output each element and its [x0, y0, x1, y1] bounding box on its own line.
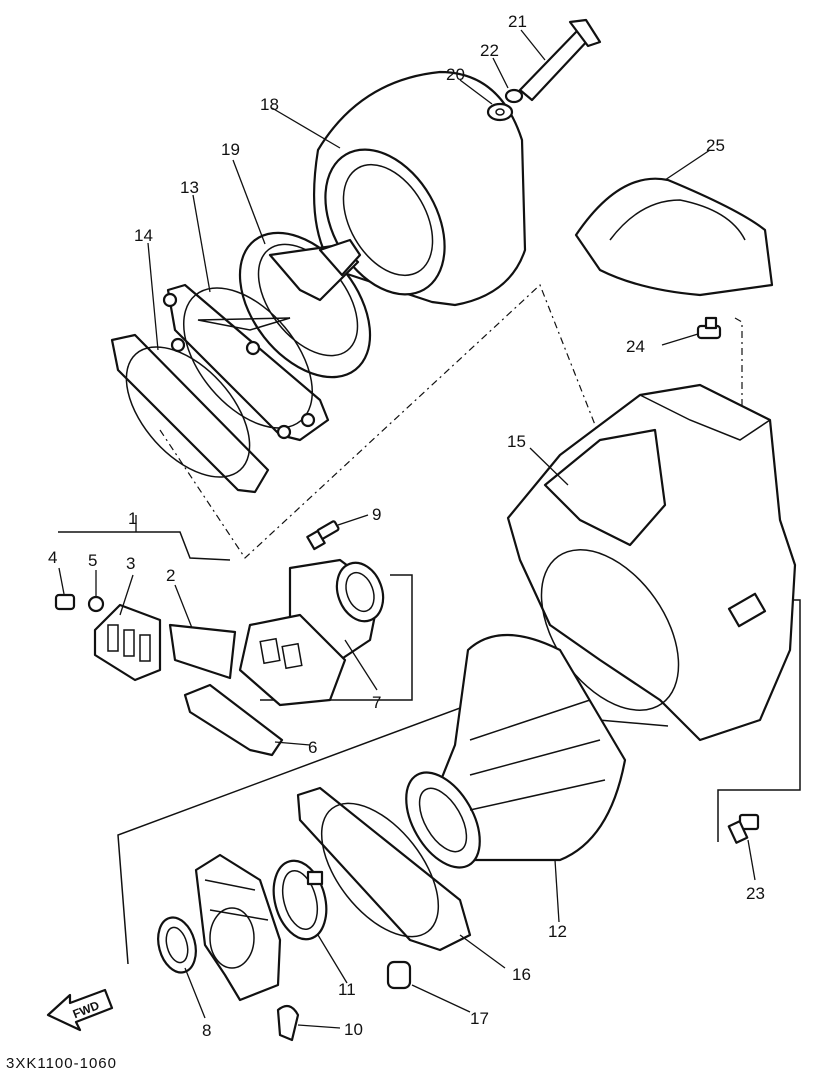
callout-24: 24: [626, 337, 645, 356]
clip-10: [276, 1004, 300, 1042]
callout-14: 14: [134, 226, 153, 245]
plug-17: [386, 960, 412, 990]
airbox-cover: [574, 177, 774, 297]
callout-21: 21: [508, 12, 527, 31]
callout-1: 1: [128, 509, 137, 528]
callout-16: 16: [512, 965, 531, 984]
screw-24: [696, 316, 722, 340]
callout-15: 15: [507, 432, 526, 451]
callout-11: 11: [338, 980, 356, 999]
hose-clamp-8: [157, 916, 197, 974]
nut: [504, 88, 524, 104]
fwd-arrow: FWD: [46, 988, 114, 1032]
filter-cage-plate: [162, 283, 330, 442]
screw-9: [306, 520, 340, 551]
reed-gasket: [183, 683, 284, 757]
washer: [486, 102, 514, 122]
callout-5: 5: [88, 551, 97, 570]
bolt-23: [727, 813, 760, 844]
callout-10: 10: [344, 1020, 363, 1039]
air-box: [506, 383, 797, 742]
leader-lines: [58, 29, 756, 1029]
reed-petal: [168, 623, 237, 680]
callout-12: 12: [548, 922, 567, 941]
callout-20: 20: [446, 65, 465, 84]
callout-3: 3: [126, 554, 135, 573]
intake-joint: [405, 634, 627, 869]
callout-8: 8: [202, 1021, 211, 1040]
callout-25: 25: [706, 136, 725, 155]
callout-9: 9: [372, 505, 381, 524]
callout-7: 7: [372, 693, 381, 712]
reed-valve-assembly: [238, 613, 347, 707]
callout-13: 13: [180, 178, 199, 197]
reed-stopper: [93, 603, 162, 682]
callout-17: 17: [470, 1009, 489, 1028]
callout-6: 6: [308, 738, 317, 757]
wing-bolt: [518, 18, 602, 102]
filter-guide: [238, 231, 372, 379]
diagram-code: 3XK1100-1060: [6, 1055, 117, 1072]
hose-clamp-11: [272, 859, 328, 941]
washer-5: [87, 595, 105, 613]
callout-4: 4: [48, 548, 57, 567]
callout-labels: 1 2 3 4 5 6 7 8 9 10 11 12 13 14 15 16 1…: [48, 12, 765, 1040]
carburetor: [194, 853, 282, 1002]
callout-19: 19: [221, 140, 240, 159]
filter-gasket: [110, 333, 270, 494]
callout-2: 2: [166, 566, 175, 585]
callout-23: 23: [746, 884, 765, 903]
callout-22: 22: [480, 41, 499, 60]
joint-clamp-ring: [296, 786, 472, 952]
callout-18: 18: [260, 95, 279, 114]
screw-4: [54, 593, 76, 611]
